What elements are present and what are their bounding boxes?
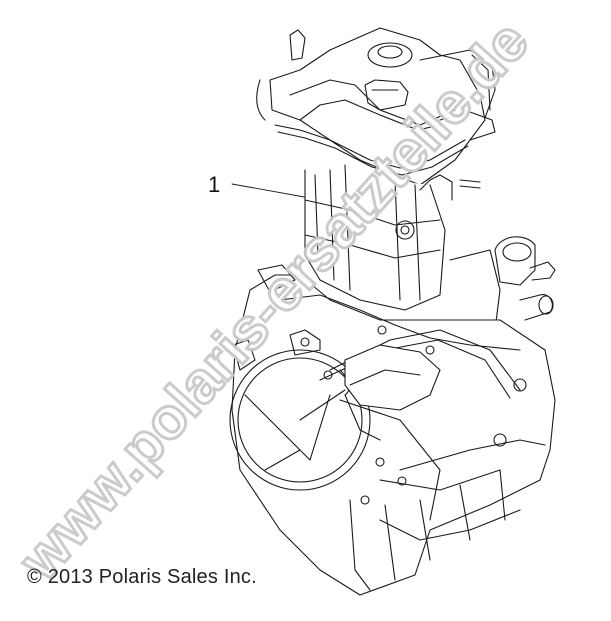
crankcase [229,264,556,596]
valve-cover [256,27,496,186]
starter-motor [344,344,441,411]
callout-number-1[interactable]: 1 [208,172,221,197]
callout-leader-line [231,183,311,199]
copyright-notice: © 2013 Polaris Sales Inc. [27,566,257,588]
cylinder-block [304,164,481,311]
